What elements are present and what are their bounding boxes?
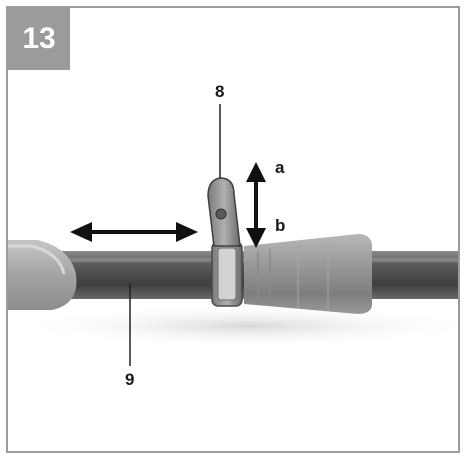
slide-arrow-left-head: [70, 222, 92, 242]
step-number-badge: 13: [8, 8, 70, 70]
clamp-pivot: [215, 208, 227, 220]
clamp-ring-inner: [217, 247, 237, 301]
callout-a: a: [275, 158, 285, 177]
figure-frame: 13: [6, 6, 460, 453]
lever-arrow-up-head: [246, 162, 266, 182]
coupling-sleeve: [244, 234, 372, 314]
lever-arrow-down-head: [246, 228, 266, 248]
floor-shadow: [18, 304, 458, 348]
handle-end: [8, 240, 77, 310]
assembly-illustration: [8, 104, 458, 366]
callout-8: 8: [215, 82, 225, 101]
handle-highlight: [8, 244, 66, 275]
slide-arrow-right-head: [176, 222, 198, 242]
callout-9: 9: [125, 370, 135, 389]
callout-b: b: [275, 216, 286, 235]
